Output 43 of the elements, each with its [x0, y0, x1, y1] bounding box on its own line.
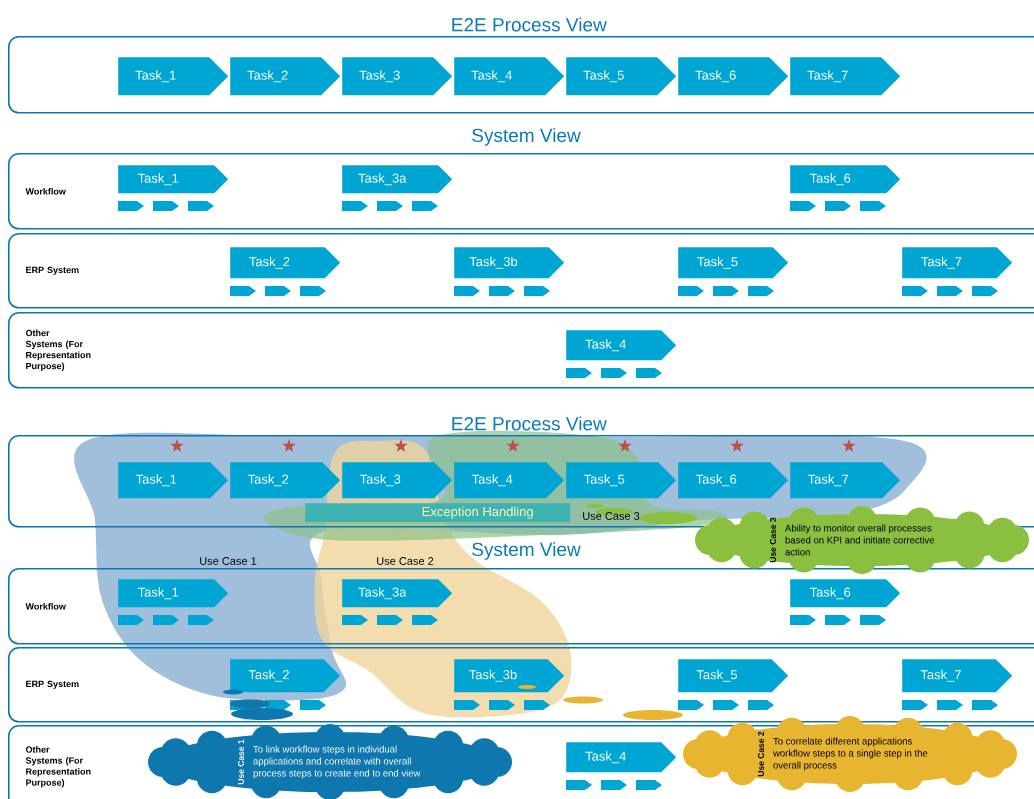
- process-step: Task_2: [230, 462, 341, 499]
- process-step: Task_5: [678, 247, 789, 279]
- process-step: Task_3b: [454, 247, 565, 279]
- cloud-callout: Use Case 2 To correlate different applications workflow steps to a single step in the overall process: [683, 716, 1017, 792]
- section-heading: System View: [472, 128, 581, 146]
- area-label: Use Case 1: [200, 557, 257, 565]
- cloud-callout: Use Case 1 To link workflow steps in individual applications and correlate with overall process steps to create end to end view: [148, 724, 512, 799]
- process-step: Task_2: [230, 247, 341, 279]
- process-step: Task_6: [678, 57, 789, 96]
- area-label: Use Case 2: [377, 557, 434, 565]
- process-step: Task_7: [790, 57, 901, 96]
- section-heading: System View: [472, 542, 581, 560]
- process-step: Task_1: [118, 462, 229, 499]
- process-step: Task_3: [342, 57, 453, 96]
- process-step: Task_1: [118, 57, 229, 96]
- process-step: Task_5: [566, 462, 677, 499]
- process-step: Task_3a: [342, 579, 453, 608]
- process-step: Task_7: [902, 659, 1013, 693]
- process-step: Task_6: [790, 165, 901, 194]
- process-step: Task_3: [342, 462, 453, 499]
- process-step: Task_5: [678, 659, 789, 693]
- process-step: Task_6: [790, 579, 901, 608]
- node-label: E2E Process View: [452, 416, 607, 431]
- process-step: Task_4: [566, 742, 677, 773]
- process-step: Task_3a: [342, 165, 453, 194]
- process-step: Task_7: [790, 462, 901, 499]
- process-step: Task_7: [902, 247, 1013, 279]
- process-step: Task_4: [566, 330, 677, 361]
- cloud-callout: Use Case 3 Ability to monitor overall processes based on KPI and initiate corrective action: [695, 506, 1029, 574]
- process-step: Task_6: [678, 462, 789, 499]
- process-step: Task_4: [454, 462, 565, 499]
- process-step: Task_1: [118, 165, 229, 194]
- node-label: E2E Process View: [452, 17, 607, 32]
- process-step: Task_5: [566, 57, 677, 96]
- process-step: Task_1: [118, 579, 229, 608]
- process-step: Task_3b: [454, 659, 565, 693]
- exception-bar: Exception Handling: [305, 503, 571, 523]
- process-step: Task_2: [230, 659, 341, 693]
- process-step: Task_4: [454, 57, 565, 96]
- area-label: Use Case 3: [583, 512, 640, 520]
- node-label: To link workflow steps in individual applications and correlate with overall process steps to create end to end view: [253, 745, 421, 779]
- process-step: Task_2: [230, 57, 341, 96]
- node-label: Use Case 1: [238, 739, 245, 785]
